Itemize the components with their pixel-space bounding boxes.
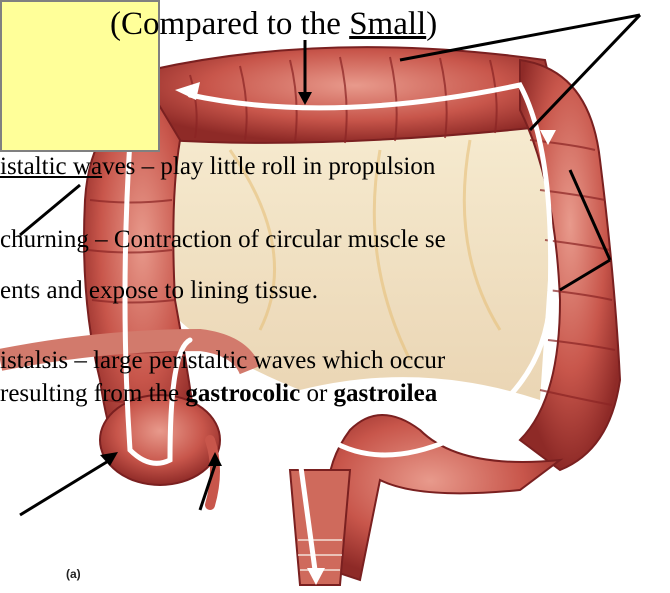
slide-title: (Compared to the Small) bbox=[110, 4, 437, 44]
rectum bbox=[290, 470, 350, 585]
transverse-colon bbox=[150, 47, 560, 143]
bullet-churning-line: churning – Contraction of circular muscl… bbox=[0, 225, 446, 255]
panel-label: (a) bbox=[66, 567, 81, 581]
bullet-mass-peristalsis-line: istalsis – large peristaltic waves which… bbox=[0, 346, 445, 376]
bullet-reflex-line: resulting from the gastrocolic or gastro… bbox=[0, 379, 437, 409]
bullet-churning-cont-line: ents and expose to lining tissue. bbox=[0, 276, 318, 306]
bullet-haustral-line: istaltic waves – play little roll in pro… bbox=[0, 152, 435, 182]
